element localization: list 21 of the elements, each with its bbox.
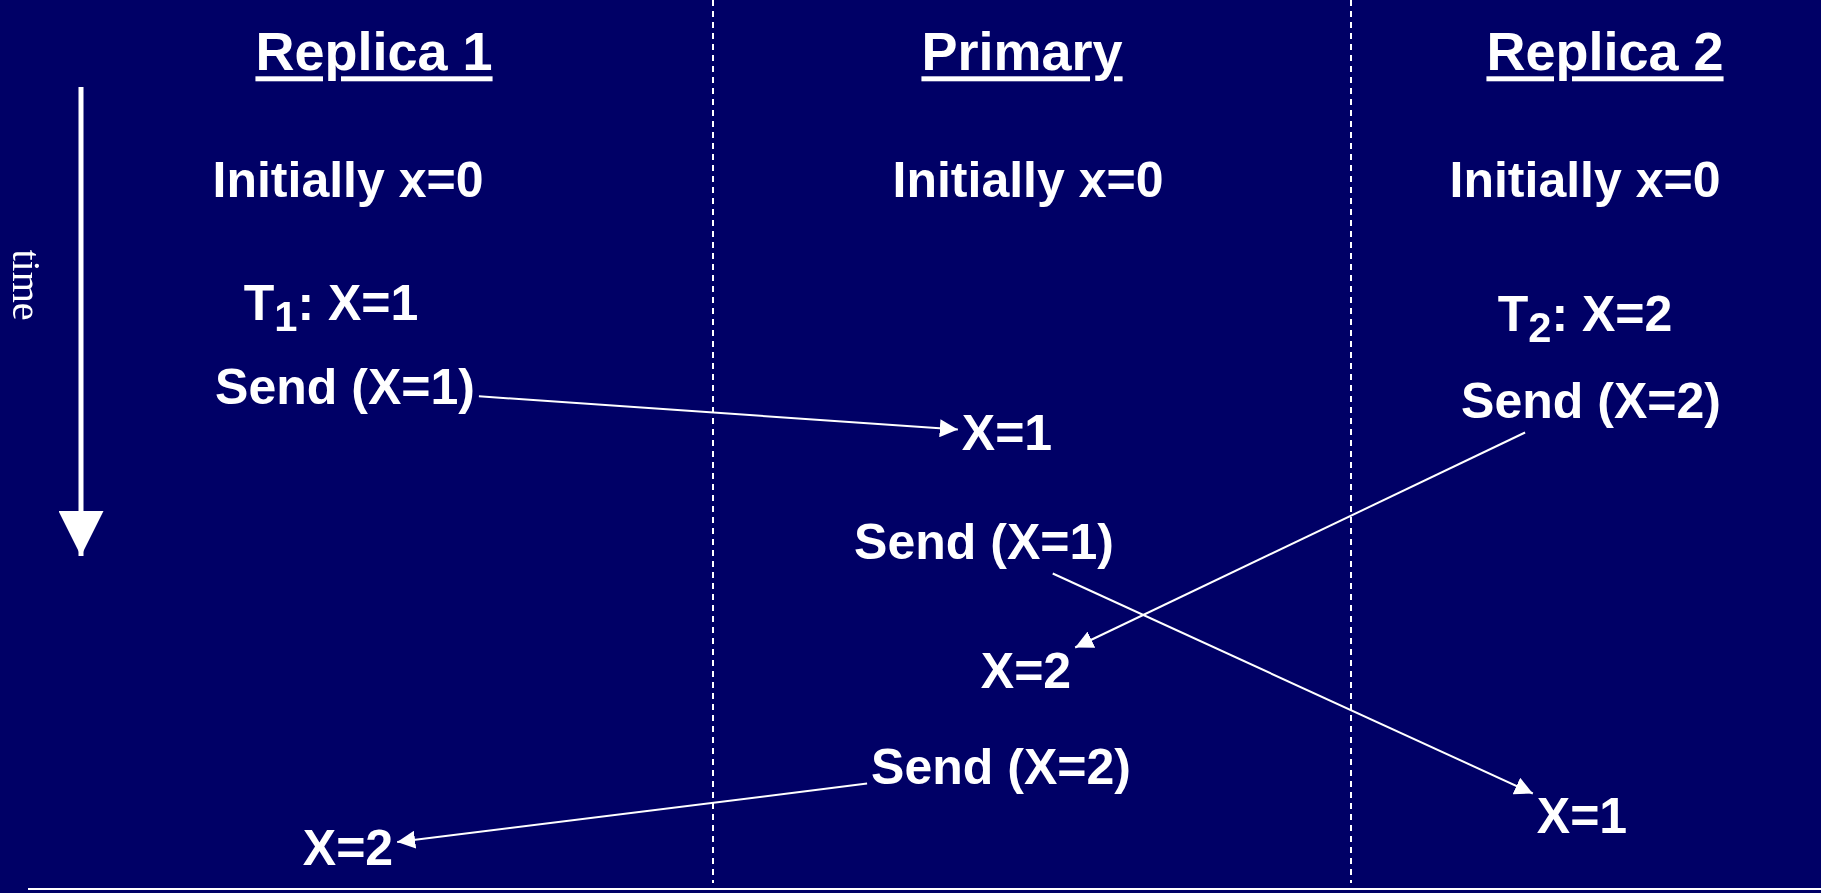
event-text: X=1 [1536, 788, 1628, 844]
event-text: Send (X=1) [854, 514, 1114, 570]
event-text: Send (X=2) [871, 739, 1131, 795]
column-heading: Replica 2 [1486, 22, 1724, 82]
event-text: X=1 [961, 405, 1053, 461]
column-heading: Primary [921, 22, 1123, 82]
column-heading: Replica 1 [255, 22, 493, 82]
message-arrow [1074, 431, 1527, 649]
transaction-text: T$_{2}$: X=2 [1497, 287, 1673, 351]
transaction-text: T$_{1}$: X=1 [243, 276, 419, 340]
event-text: X=2 [302, 820, 394, 876]
message-arrow [1051, 572, 1534, 795]
initial-state-text: Initially x=0 [892, 152, 1164, 208]
event-text: X=2 [980, 643, 1072, 699]
initial-state-text: Initially x=0 [212, 152, 484, 208]
message-arrow [477, 395, 959, 438]
event-text: Send (X=2) [1461, 373, 1721, 429]
event-text: Send (X=1) [215, 359, 475, 415]
time-label: time [4, 249, 48, 321]
initial-state-text: Initially x=0 [1449, 152, 1721, 208]
message-arrow [396, 782, 869, 849]
